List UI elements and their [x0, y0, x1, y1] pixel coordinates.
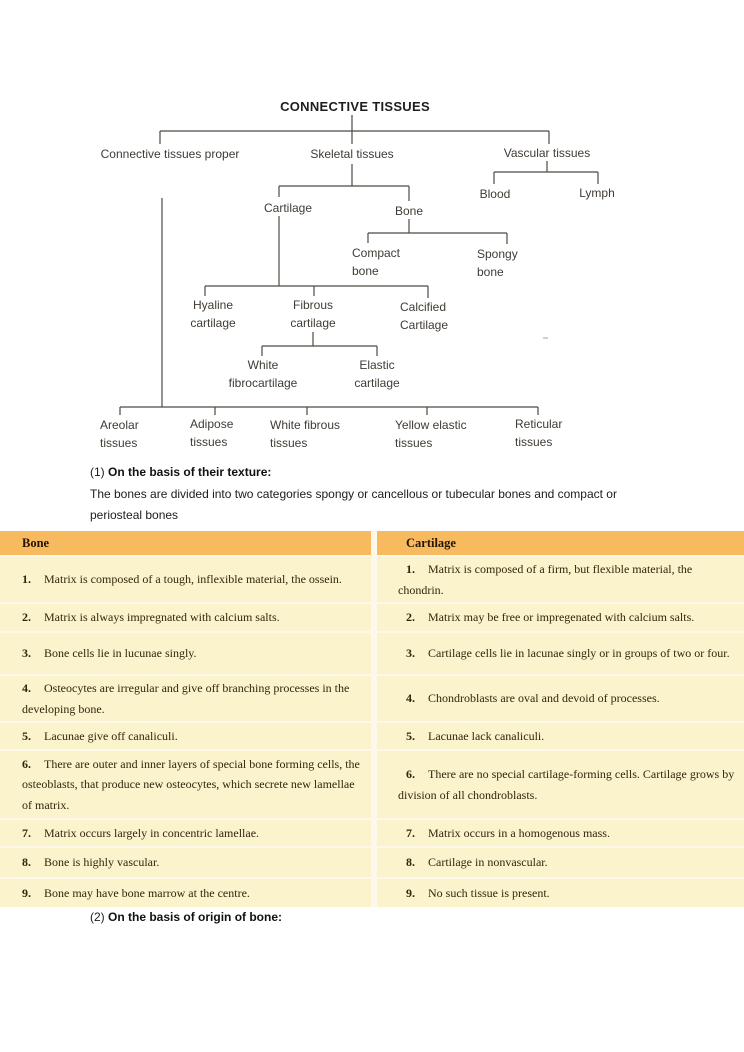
row-number: 5. — [406, 728, 415, 743]
table-cell-cartilage-9: 9.No such tissue is present. — [377, 879, 744, 907]
table-cell-bone-3: 3.Bone cells lie in lucunae singly. — [0, 633, 371, 674]
row-number: 2. — [22, 610, 31, 625]
row-number: 6. — [22, 756, 31, 771]
table-cell-bone-7: 7.Matrix occurs largely in concentric la… — [0, 820, 371, 846]
node-white-fibrous-tissues: White fibrous tissues — [270, 418, 341, 450]
table-cell-bone-4: 4.Osteocytes are irregular and give off … — [0, 676, 371, 721]
node-connective-tissues-proper: Connective tissues proper — [100, 147, 240, 161]
connective-tissues-diagram: CONNECTIVE TISSUES Connective tissues pr… — [0, 0, 744, 460]
table-cell-bone-9: 9.Bone may have bone marrow at the centr… — [0, 879, 371, 907]
row-number: 6. — [406, 767, 415, 781]
table-cell-cartilage-2: 2.Matrix may be free or impregenated wit… — [377, 604, 744, 631]
row-number: 9. — [406, 885, 415, 900]
table-cell-cartilage-5: 5.Lacunae lack canaliculi. — [377, 723, 744, 749]
row-number: 1. — [406, 562, 415, 576]
row-number: 5. — [22, 728, 31, 743]
node-hyaline-cartilage: Hyaline cartilage — [190, 298, 236, 330]
row-number: 9. — [22, 885, 31, 900]
node-cartilage: Cartilage — [263, 201, 313, 215]
row-number: 7. — [406, 825, 415, 840]
row-number: 3. — [406, 646, 415, 661]
node-reticular-tissues: Reticular tissues — [515, 417, 563, 449]
diagram-title: CONNECTIVE TISSUES — [280, 99, 430, 114]
row-number: 1. — [22, 572, 31, 587]
table-cell-cartilage-3: 3.Cartilage cells lie in lacunae singly … — [377, 633, 744, 674]
node-compact-bone: Compact bone — [352, 246, 401, 278]
table-cell-bone-8: 8.Bone is highly vascular. — [0, 848, 371, 877]
node-calcified-cartilage: Calcified Cartilage — [400, 300, 449, 332]
table-cell-bone-1: 1.Matrix is composed of a tough, inflexi… — [0, 557, 371, 602]
node-yellow-elastic-tissues: Yellow elastic tissues — [395, 418, 467, 450]
table-header-bone: Bone — [0, 531, 371, 555]
node-fibrous-cartilage: Fibrous cartilage — [290, 298, 336, 330]
table-header-cartilage: Cartilage — [377, 531, 744, 555]
section-number: (2) — [90, 910, 105, 924]
row-number: 8. — [406, 855, 415, 870]
node-skeletal-tissues: Skeletal tissues — [310, 147, 394, 161]
table-cell-cartilage-6: 6.There are no special cartilage-forming… — [377, 751, 744, 818]
section-body-texture: The bones are divided into two categorie… — [90, 487, 617, 522]
table-cell-cartilage-7: 7.Matrix occurs in a homogenous mass. — [377, 820, 744, 846]
node-blood: Blood — [479, 187, 511, 201]
node-elastic-cartilage: Elastic cartilage — [354, 358, 400, 390]
section-heading-origin: (2) On the basis of origin of bone: — [90, 907, 282, 928]
table-cell-bone-6: 6.There are outer and inner layers of sp… — [0, 751, 371, 818]
row-number: 7. — [22, 825, 31, 840]
tree-connector-lines — [119, 115, 599, 415]
node-lymph: Lymph — [579, 186, 615, 200]
bone-cartilage-table: Bone Cartilage 1.Matrix is composed of a… — [0, 531, 744, 907]
table-cell-cartilage-4: 4.Chondroblasts are oval and devoid of p… — [377, 676, 744, 721]
section-heading-text: On the basis of origin of bone: — [108, 910, 283, 924]
table-cell-cartilage-8: 8.Cartilage in nonvascular. — [377, 848, 744, 877]
table-cell-bone-5: 5.Lacunae give off canaliculi. — [0, 723, 371, 749]
tree-connectors — [119, 115, 599, 415]
row-number: 4. — [22, 681, 31, 695]
section-origin: (2) On the basis of origin of bone: — [90, 907, 282, 929]
section-heading-texture: (1) On the basis of their texture: — [90, 462, 670, 483]
section-texture: (1) On the basis of their texture: The b… — [90, 462, 670, 526]
row-number: 4. — [406, 691, 415, 706]
node-spongy-bone: Spongy bone — [477, 247, 518, 279]
node-white-fibrocartilage: White fibrocartilage — [228, 358, 298, 390]
row-number: 2. — [406, 610, 415, 625]
node-vascular-tissues: Vascular tissues — [503, 146, 591, 160]
table-cell-cartilage-1: 1.Matrix is composed of a firm, but flex… — [377, 557, 744, 602]
node-areolar-tissues: Areolar tissues — [100, 418, 139, 450]
section-heading-text: On the basis of their texture: — [108, 465, 272, 479]
row-number: 8. — [22, 855, 31, 870]
section-number: (1) — [90, 465, 105, 479]
row-number: 3. — [22, 646, 31, 661]
table-cell-bone-2: 2.Matrix is always impregnated with calc… — [0, 604, 371, 631]
node-bone: Bone — [394, 204, 424, 218]
node-adipose-tissues: Adipose tissues — [190, 417, 234, 449]
